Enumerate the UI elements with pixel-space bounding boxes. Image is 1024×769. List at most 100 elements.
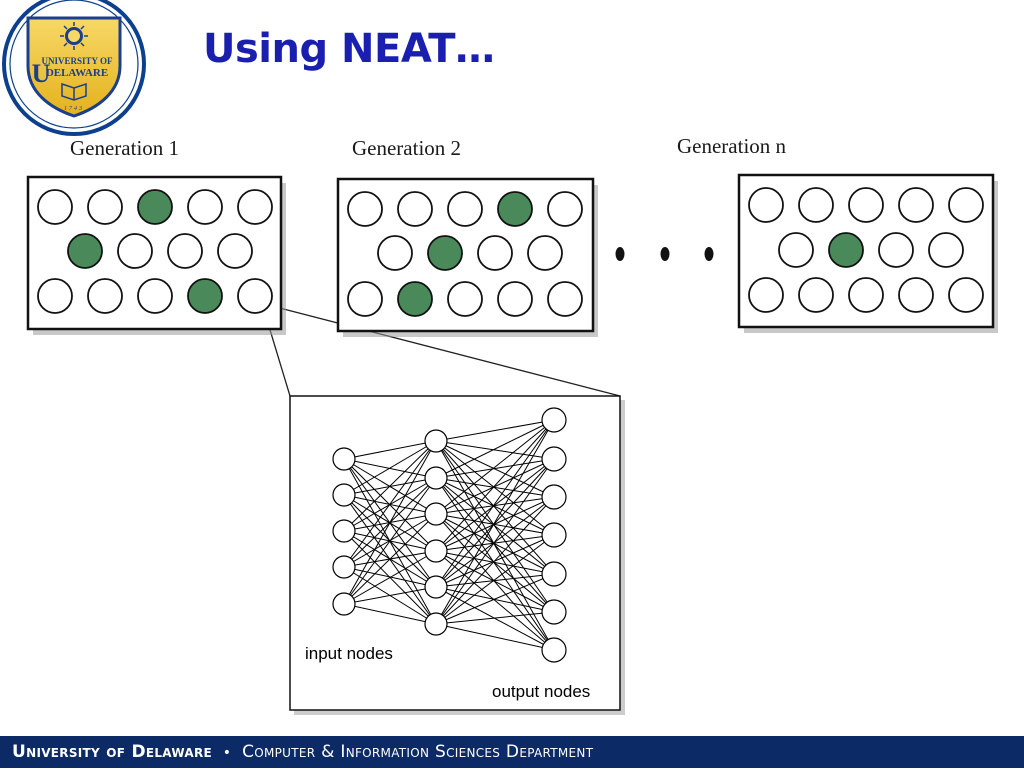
network-edge (435, 534, 555, 625)
genome-node (878, 232, 914, 268)
network-edge (343, 550, 437, 605)
genome-node (497, 281, 533, 317)
selected-genome-node (67, 233, 103, 269)
genome-node (347, 191, 383, 227)
logo-text-line1: UNIVERSITY OF (42, 56, 113, 66)
network-edges (343, 419, 555, 651)
genome-node (948, 187, 984, 223)
genome-node (848, 187, 884, 223)
network-edge (435, 477, 555, 575)
hidden-node (424, 502, 448, 526)
network-edge (435, 458, 555, 479)
genome-node (447, 191, 483, 227)
selected-genome-node (828, 232, 864, 268)
book-icon (61, 82, 87, 101)
generation-2-population (336, 177, 598, 337)
genome-node (848, 277, 884, 313)
logo-shield (26, 16, 122, 118)
genome-node (347, 281, 383, 317)
genome-node (237, 278, 273, 314)
generation-n-label: Generation n (677, 134, 787, 158)
footer-separator: • (222, 745, 232, 761)
network-edge (435, 623, 555, 651)
genome-node (798, 187, 834, 223)
network-edge (435, 458, 555, 588)
network-edge (343, 440, 437, 460)
network-edge (435, 458, 555, 625)
genome-node (37, 278, 73, 314)
ellipsis-dot (615, 247, 625, 261)
genome-node (137, 278, 173, 314)
university-logo: UNIVERSITY OF DELAWARE U 1743 (2, 0, 146, 136)
network-edge (343, 477, 437, 605)
network-inset (289, 395, 625, 715)
network-edge (435, 550, 555, 613)
selected-genome-node (427, 235, 463, 271)
network-edge (343, 603, 437, 625)
network-edge (435, 513, 555, 575)
genome-node (87, 278, 123, 314)
genome-node (87, 189, 123, 225)
genome-node (898, 187, 934, 223)
logo-year: 1743 (64, 105, 84, 112)
network-edge (435, 496, 555, 552)
genome-node (477, 235, 513, 271)
genome-node (547, 191, 583, 227)
network-edge (435, 440, 555, 575)
network-edge (435, 419, 555, 552)
sun-icon (65, 27, 83, 45)
page-title: Using NEAT… (203, 26, 495, 72)
network-edge (435, 419, 555, 515)
input-node (332, 519, 356, 543)
output-node (541, 561, 567, 587)
footer-university: University of Delaware (12, 742, 212, 762)
input-node (332, 592, 356, 616)
genome-node (898, 277, 934, 313)
network-edge (435, 419, 555, 442)
network-edge (435, 573, 555, 625)
genome-node (778, 232, 814, 268)
input-nodes-label: input nodes (305, 644, 393, 663)
ellipsis-dot (660, 247, 670, 261)
network-edge (435, 611, 555, 625)
genome-node (748, 187, 784, 223)
network-edge (343, 440, 437, 568)
output-node (541, 599, 567, 625)
selected-genome-node (497, 191, 533, 227)
network-edge (435, 419, 555, 588)
genome-node (798, 277, 834, 313)
generation-1-population (26, 175, 286, 335)
network-edge (435, 419, 555, 479)
genome-node (217, 233, 253, 269)
genome-node (527, 235, 563, 271)
input-node (332, 483, 356, 507)
network-edge (343, 440, 437, 605)
input-node (332, 555, 356, 579)
hidden-node (424, 429, 448, 453)
network-edge (343, 440, 437, 532)
genome-node (547, 281, 583, 317)
hidden-node (424, 539, 448, 563)
generation-2-label: Generation 2 (352, 136, 462, 160)
genome-node (377, 235, 413, 271)
output-nodes-label: output nodes (492, 682, 591, 701)
network-edge (435, 419, 555, 625)
output-node (541, 522, 567, 548)
output-node (541, 637, 567, 663)
footer-bar: University of Delaware • Computer & Info… (0, 736, 1024, 768)
genome-node (167, 233, 203, 269)
genome-node (928, 232, 964, 268)
network-edge (435, 477, 555, 498)
genome-node (447, 281, 483, 317)
output-node (541, 484, 567, 510)
network-edge (435, 496, 555, 625)
logo-ud-monogram: U (32, 59, 51, 88)
network-edge (435, 550, 555, 651)
network-edge (435, 477, 555, 651)
selected-genome-node (137, 189, 173, 225)
network-edge (435, 458, 555, 515)
network-edge (343, 440, 437, 496)
genome-node (187, 189, 223, 225)
network-edge (343, 586, 437, 605)
